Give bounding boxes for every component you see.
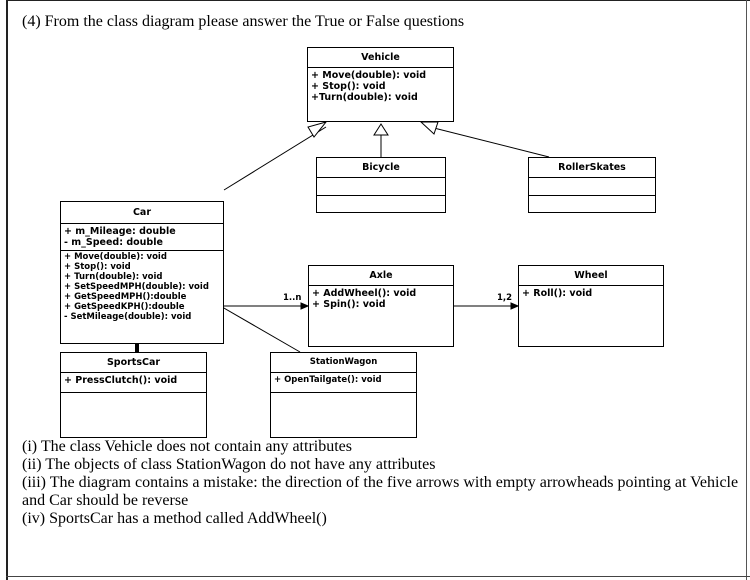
class-car-method: - SetMileage(double): void	[64, 312, 192, 322]
car-to-axle-arrowhead	[300, 302, 310, 310]
class-bicycle-name: Bicycle	[317, 158, 445, 178]
class-stationwagon-extra	[271, 393, 416, 437]
class-wheel-methods: + Roll(): void	[519, 286, 663, 346]
class-vehicle-name: Vehicle	[308, 48, 453, 68]
class-car-method: + GetSpeedMPH():double	[64, 292, 187, 302]
class-vehicle-method: + Move(double): void	[311, 70, 427, 81]
multiplicity-car-axle: 1..n	[283, 293, 302, 303]
class-car-method: + SetSpeedMPH(double): void	[64, 282, 209, 292]
car-to-vehicle-line	[223, 126, 327, 191]
class-axle-method: + AddWheel(): void	[312, 288, 417, 299]
rollerskates-to-vehicle-arrowhead	[419, 121, 439, 135]
class-axle-name: Axle	[309, 266, 453, 286]
class-car-name: Car	[61, 202, 223, 224]
question-item: (i) The class Vehicle does not contain a…	[22, 438, 352, 455]
question-item: (iii) The diagram contains a mistake: th…	[22, 474, 739, 509]
class-bicycle-attributes	[317, 178, 445, 196]
frame-border-top	[6, 0, 750, 1]
class-bicycle-methods	[317, 196, 445, 212]
axle-to-wheel-arrowhead	[510, 302, 520, 310]
class-car-method: + Move(double): void	[64, 252, 167, 262]
class-rollerskates-methods	[529, 196, 655, 212]
class-sportscar-name: SportsCar	[61, 353, 206, 373]
class-car-method: + Turn(double): void	[64, 272, 163, 282]
class-sportscar-extra	[61, 393, 206, 437]
class-car-methods: + Move(double): void + Stop(): void + Tu…	[61, 251, 223, 324]
class-car-attribute: - m_Speed: double	[64, 237, 163, 248]
class-bicycle: Bicycle	[316, 157, 446, 213]
question-title: (4) From the class diagram please answer…	[22, 13, 465, 30]
class-car-attributes: + m_Mileage: double - m_Speed: double	[61, 224, 223, 251]
rollerskates-to-vehicle-line	[429, 126, 550, 158]
frame-border-right	[746, 0, 747, 580]
class-car: Car + m_Mileage: double - m_Speed: doubl…	[60, 201, 224, 344]
class-stationwagon-methods: + OpenTailgate(): void	[271, 373, 416, 393]
class-wheel-method: + Roll(): void	[522, 288, 593, 299]
class-wheel-name: Wheel	[519, 266, 663, 286]
class-sportscar-method: + PressClutch(): void	[64, 375, 178, 386]
question-list: (i) The class Vehicle does not contain a…	[22, 438, 742, 528]
multiplicity-axle-wheel: 1,2	[497, 293, 513, 303]
class-stationwagon-name: StationWagon	[271, 353, 416, 373]
class-vehicle-method: + Stop(): void	[311, 81, 386, 92]
class-axle-methods: + AddWheel(): void + Spin(): void	[309, 286, 453, 346]
question-item: (iv) SportsCar has a method called AddWh…	[22, 510, 327, 527]
bicycle-to-vehicle-arrowhead	[373, 123, 389, 136]
frame-border-left	[6, 0, 8, 580]
class-rollerskates-name: RollerSkates	[529, 158, 655, 178]
class-sportscar: SportsCar + PressClutch(): void	[60, 352, 207, 438]
class-car-attribute: + m_Mileage: double	[64, 226, 176, 237]
class-car-method: + GetSpeedKPH():double	[64, 302, 185, 312]
class-sportscar-methods: + PressClutch(): void	[61, 373, 206, 393]
class-rollerskates: RollerSkates	[528, 157, 656, 213]
frame-border-bottom	[6, 576, 750, 577]
class-vehicle-methods: + Move(double): void + Stop(): void +Tur…	[308, 68, 453, 105]
class-stationwagon: StationWagon + OpenTailgate(): void	[270, 352, 417, 438]
class-stationwagon-method: + OpenTailgate(): void	[274, 375, 382, 385]
class-axle-method: + Spin(): void	[312, 299, 386, 310]
question-item: (ii) The objects of class StationWagon d…	[22, 456, 436, 473]
class-wheel: Wheel + Roll(): void	[518, 265, 664, 347]
class-rollerskates-attributes	[529, 178, 655, 196]
class-vehicle-method: +Turn(double): void	[311, 92, 418, 103]
class-axle: Axle + AddWheel(): void + Spin(): void	[308, 265, 454, 347]
car-to-vehicle-arrowhead	[307, 121, 328, 138]
class-vehicle: Vehicle + Move(double): void + Stop(): v…	[307, 47, 454, 122]
class-car-method: + Stop(): void	[64, 262, 131, 272]
